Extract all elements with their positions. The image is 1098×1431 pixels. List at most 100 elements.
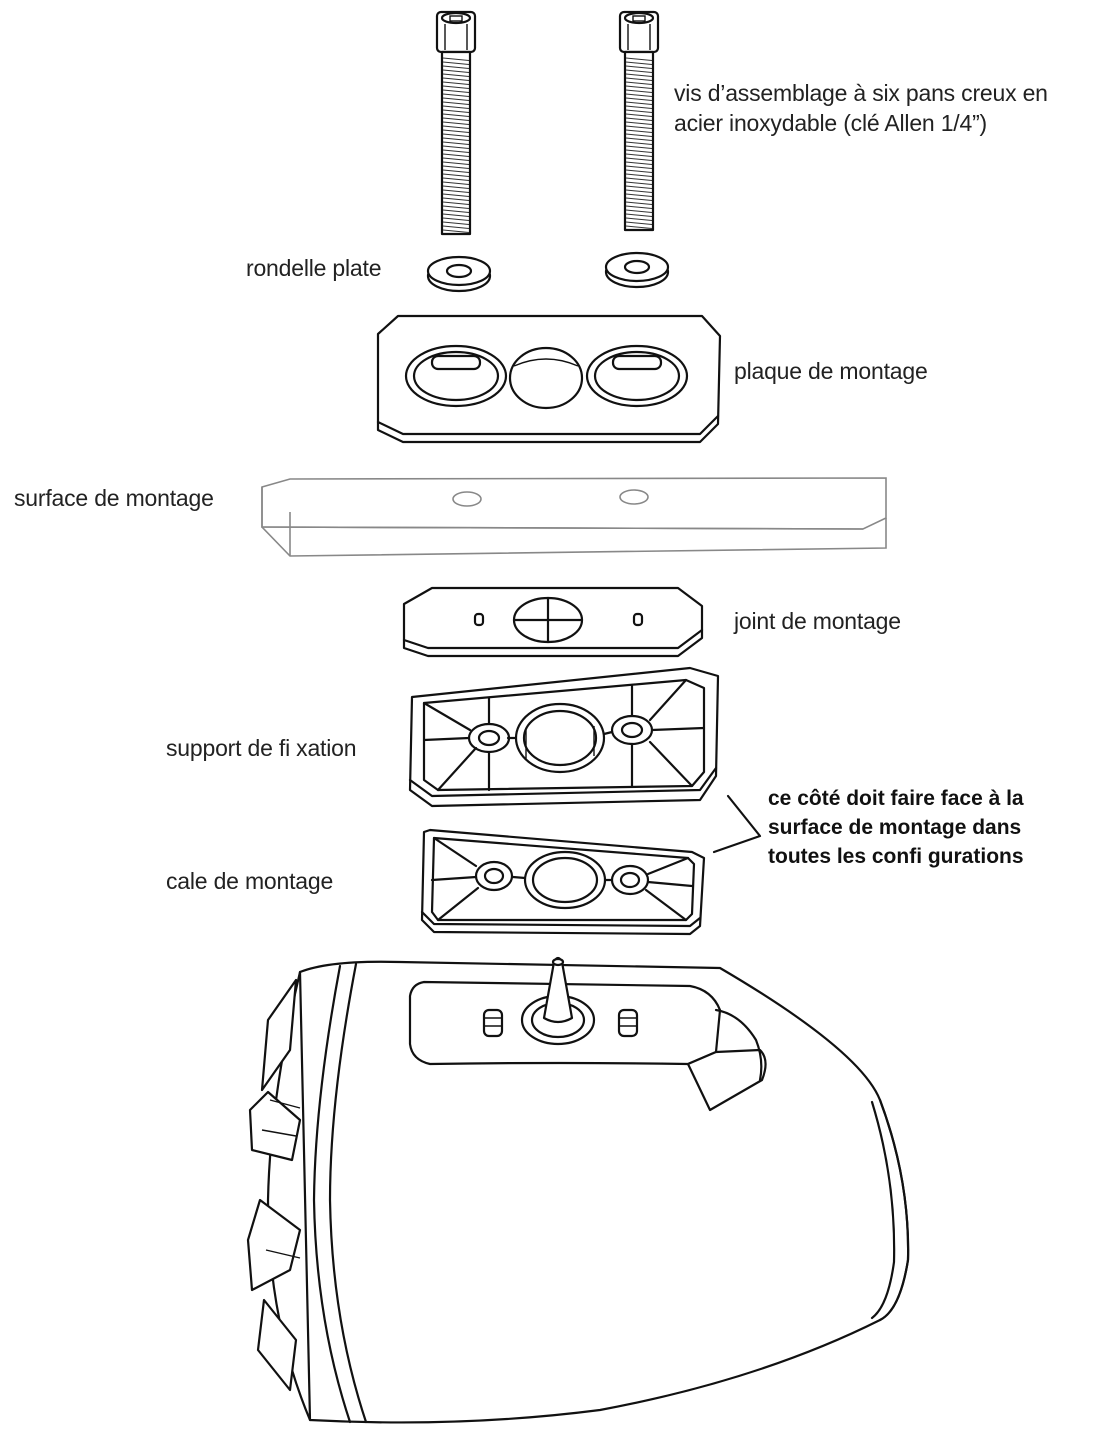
thread-line [625, 205, 653, 209]
thread-line [442, 113, 470, 117]
thread-line [442, 137, 470, 141]
orientation-note: ce côté doit faire face à la surface de … [768, 784, 1024, 871]
thread-line [625, 169, 653, 173]
thread-line [625, 113, 653, 117]
label-shim: cale de montage [166, 868, 334, 894]
mounting-plate [376, 314, 722, 444]
thread-line [625, 109, 653, 113]
thread-line [442, 149, 470, 153]
cap-screw-right [618, 10, 660, 232]
thread-line [625, 161, 653, 165]
thread-line [625, 153, 653, 157]
thread-line [625, 149, 653, 153]
thread-line [442, 165, 470, 169]
thread-line [625, 209, 653, 213]
thread-line [625, 57, 653, 61]
thread-line [442, 141, 470, 145]
thread-line [442, 81, 470, 85]
note-line1: ce côté doit faire face à la [768, 787, 1024, 810]
thread-line [625, 65, 653, 69]
thread-line [442, 157, 470, 161]
thread-line [625, 221, 653, 225]
thread-line [442, 201, 470, 205]
thread-line [625, 173, 653, 177]
thread-line [442, 89, 470, 93]
label-gasket: joint de montage [734, 608, 901, 634]
thread-line [442, 181, 470, 185]
thread-line [442, 133, 470, 137]
thread-line [442, 129, 470, 133]
thread-line [442, 77, 470, 81]
thread-line [442, 197, 470, 201]
thread-line [442, 205, 470, 209]
label-plate: plaque de montage [734, 358, 928, 384]
thread-line [442, 169, 470, 173]
thread-line [442, 69, 470, 73]
thread-line [442, 225, 470, 229]
thread-line [625, 121, 653, 125]
thread-line [625, 225, 653, 229]
thread-line [442, 65, 470, 69]
note-line2: surface de montage dans [768, 816, 1022, 839]
thread-line [625, 129, 653, 133]
thread-line [625, 105, 653, 109]
thread-line [442, 101, 470, 105]
thread-line [625, 213, 653, 217]
mounting-surface [261, 477, 887, 557]
thread-line [625, 125, 653, 129]
note-line3: toutes les confi gurations [768, 845, 1024, 868]
thread-line [442, 93, 470, 97]
thread-line [625, 85, 653, 89]
thread-line [625, 201, 653, 205]
label-washer: rondelle plate [246, 255, 382, 281]
thread-line [442, 57, 470, 61]
label-surface: surface de montage [14, 485, 214, 511]
thread-line [442, 161, 470, 165]
thread-line [625, 157, 653, 161]
thread-line [442, 153, 470, 157]
thread-line [442, 61, 470, 65]
thread-line [625, 193, 653, 197]
thread-line [442, 213, 470, 217]
mounting-gasket [402, 586, 704, 658]
thread-line [442, 217, 470, 221]
thread-line [625, 117, 653, 121]
thread-line [625, 81, 653, 85]
thread-line [625, 217, 653, 221]
thread-line [442, 85, 470, 89]
thread-line [625, 141, 653, 145]
label-bracket: support de fi xation [166, 735, 357, 761]
thread-line [442, 145, 470, 149]
thread-line [442, 73, 470, 77]
thread-line [625, 89, 653, 93]
thread-line [442, 177, 470, 181]
thread-line [625, 165, 653, 169]
thread-line [442, 221, 470, 225]
thread-line [625, 77, 653, 81]
thread-line [442, 185, 470, 189]
thread-line [625, 101, 653, 105]
thread-line [625, 177, 653, 181]
thread-line [625, 97, 653, 101]
thread-line [625, 133, 653, 137]
label-screw-line1: vis d’assemblage à six pans creux en [674, 80, 1048, 106]
label-screw-line2: acier inoxydable (clé Allen 1/4”) [674, 110, 988, 136]
thread-line [625, 197, 653, 201]
thread-line [625, 61, 653, 65]
thread-line [442, 121, 470, 125]
cap-screw-left [435, 10, 477, 236]
flat-washer-left [426, 255, 492, 293]
thread-line [442, 173, 470, 177]
thread-line [625, 73, 653, 77]
speaker-body [246, 956, 910, 1424]
thread-line [442, 229, 470, 233]
mounting-bracket [408, 666, 720, 808]
thread-line [442, 109, 470, 113]
thread-line [625, 181, 653, 185]
thread-line [625, 137, 653, 141]
thread-line [442, 125, 470, 129]
note-leader [712, 794, 762, 854]
thread-line [625, 69, 653, 73]
mounting-shim [420, 828, 706, 936]
